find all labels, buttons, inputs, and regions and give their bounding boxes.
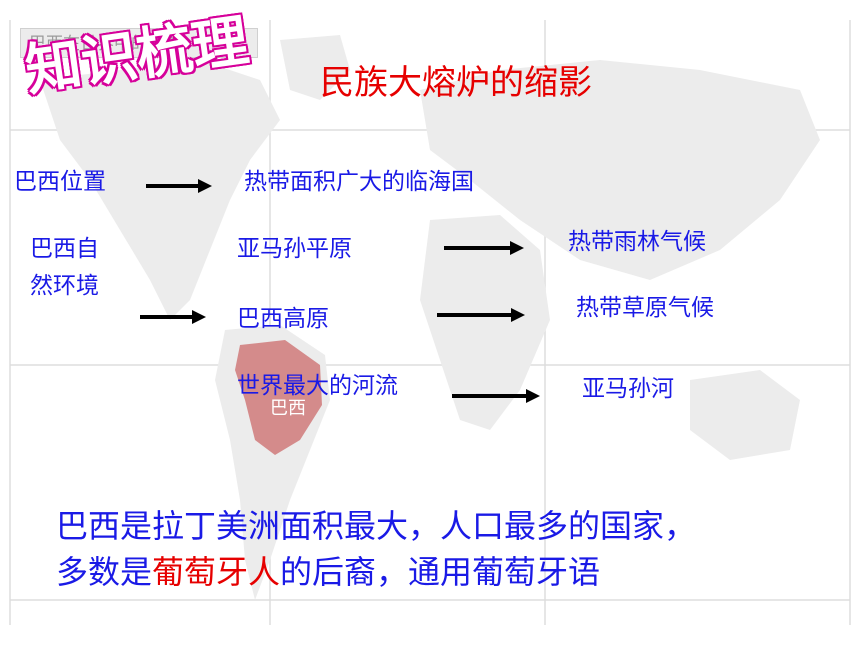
arrow-icon <box>146 179 212 193</box>
summary-line2-suffix: 的后裔，通用葡萄牙语 <box>280 553 601 591</box>
map-title: 巴西在世界中的位置 <box>20 28 258 58</box>
summary-line2-prefix: 多数是 <box>56 553 153 591</box>
result-amazon-river: 亚马孙河 <box>582 376 674 402</box>
map-brazil-label: 巴西 <box>270 398 306 419</box>
location-result: 热带面积广大的临海国 <box>244 169 474 195</box>
summary-text: 巴西是拉丁美洲面积最大，人口最多的国家， 多数是葡萄牙人的后裔，通用葡萄牙语 <box>56 503 696 595</box>
summary-line1: 巴西是拉丁美洲面积最大，人口最多的国家， <box>56 507 697 545</box>
feature-largest-river: 世界最大的河流 <box>237 373 398 399</box>
arrow-icon <box>437 308 525 322</box>
arrow-icon <box>444 241 524 255</box>
result-savanna-climate: 热带草原气候 <box>576 295 714 321</box>
arrow-icon <box>452 389 540 403</box>
summary-line2: 多数是葡萄牙人的后裔，通用葡萄牙语 <box>56 549 696 595</box>
summary-highlight: 葡萄牙人 <box>152 553 281 591</box>
location-label: 巴西位置 <box>14 169 106 195</box>
environment-label-line1: 巴西自 <box>30 236 99 262</box>
arrow-icon <box>140 310 206 324</box>
environment-label-line2: 然环境 <box>30 273 99 299</box>
result-rainforest-climate: 热带雨林气候 <box>568 229 706 255</box>
feature-amazon-plain: 亚马孙平原 <box>237 236 352 262</box>
feature-brazil-plateau: 巴西高原 <box>237 306 329 332</box>
slide-subtitle: 民族大熔炉的缩影 <box>320 63 592 103</box>
brazil-shape <box>235 340 322 455</box>
